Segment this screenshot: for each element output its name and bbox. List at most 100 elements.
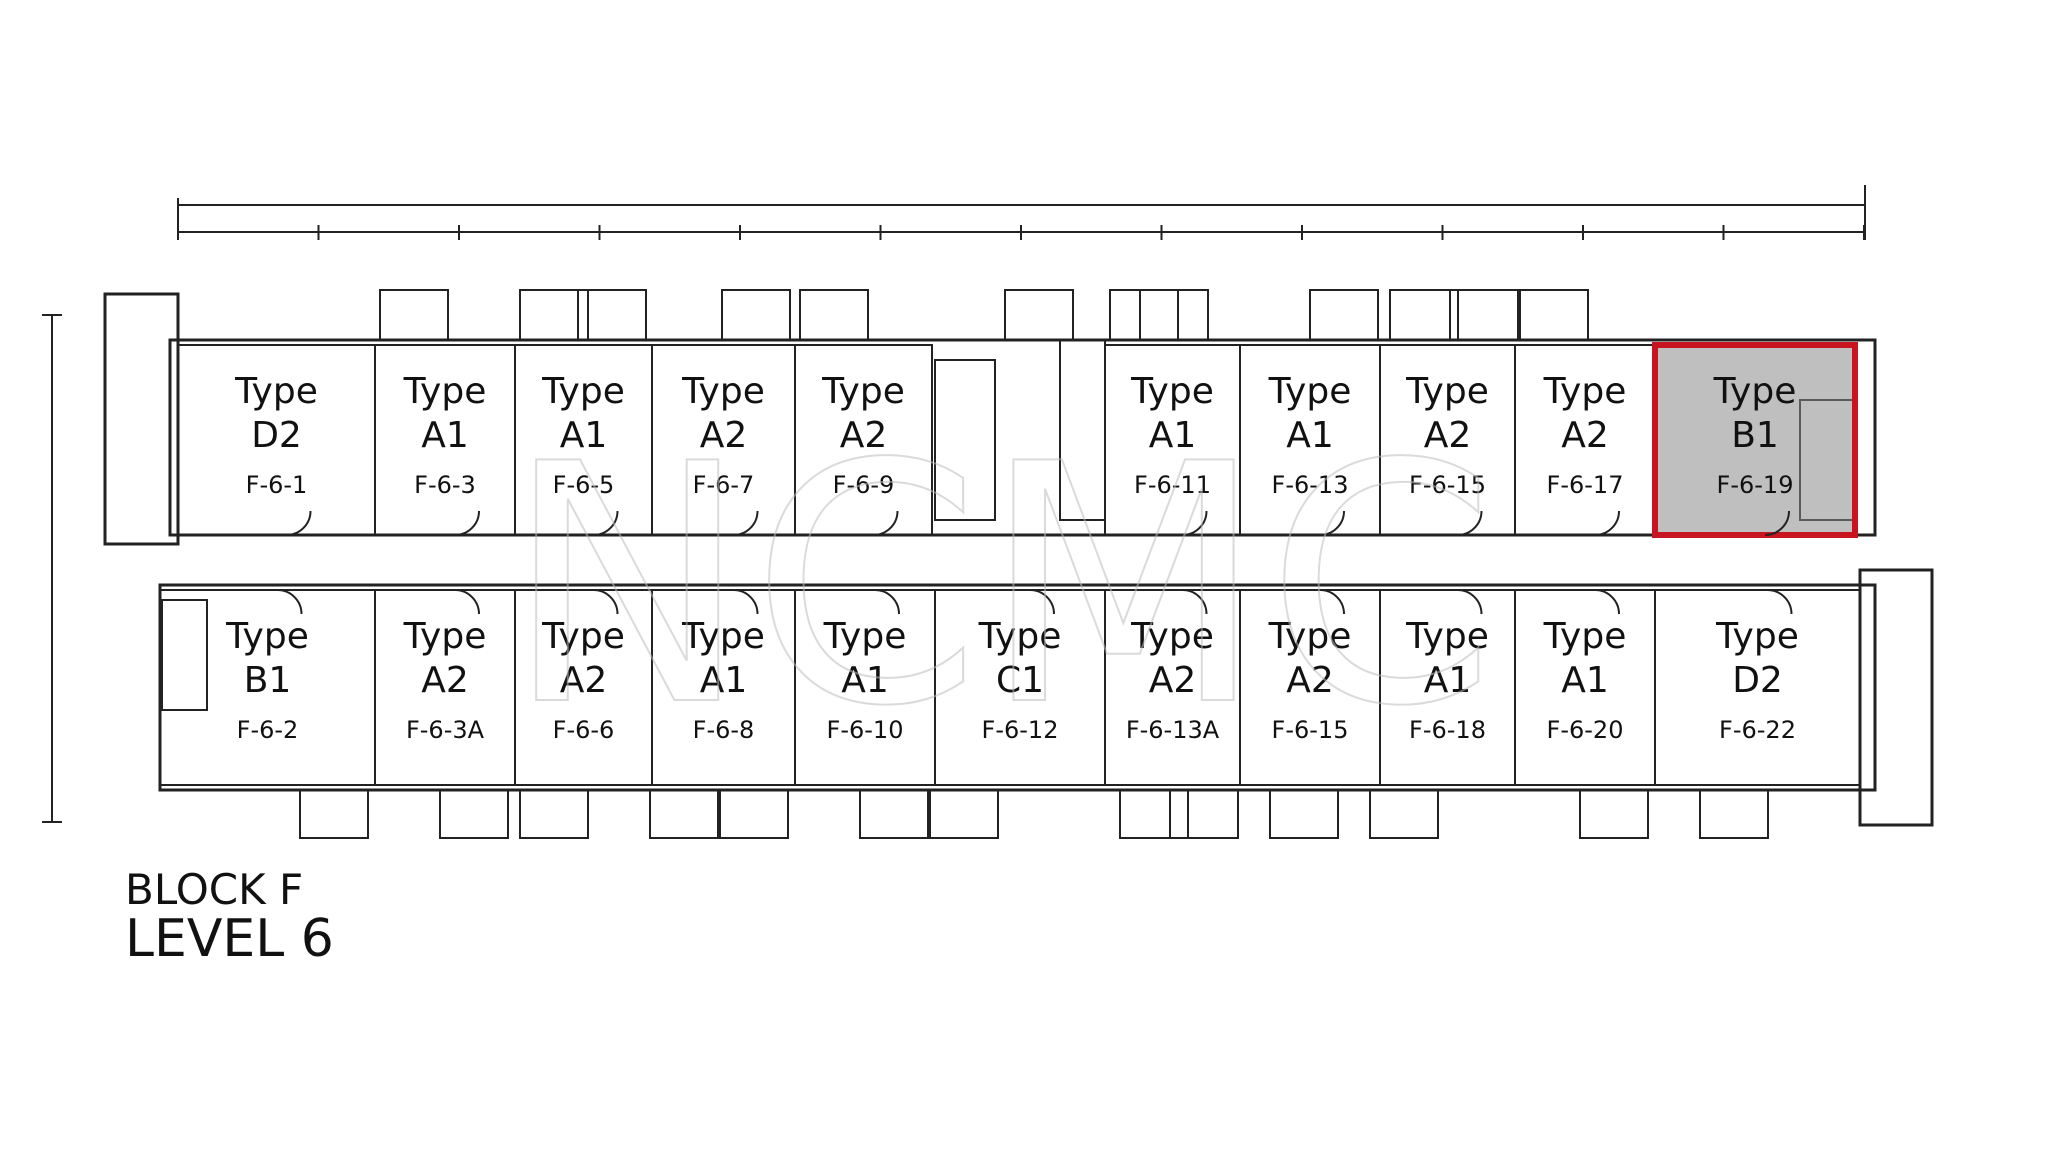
- unit-type-label: Type: [1405, 616, 1489, 657]
- door-swing: [1182, 510, 1208, 536]
- balcony: [1389, 289, 1459, 341]
- balcony: [299, 789, 369, 839]
- unit-code-label: F-6-3A: [406, 716, 485, 744]
- door-swing: [1594, 510, 1620, 536]
- unit-code-label: F-6-6: [553, 716, 615, 744]
- balcony: [799, 289, 869, 341]
- bottom-row-units: TypeB1F-6-2TypeA2F-6-3ATypeA2F-6-6TypeA1…: [159, 589, 1861, 786]
- unit-type-label: Type: [821, 371, 905, 412]
- unit-type-label: Type: [1715, 616, 1799, 657]
- unit-code-label: F-6-8: [693, 716, 755, 744]
- balcony: [1004, 289, 1074, 341]
- unit-type-label: Type: [403, 371, 487, 412]
- level-name: LEVEL 6: [125, 909, 334, 970]
- unit-type-label: A1: [841, 660, 889, 701]
- unit-type-label: B1: [1731, 415, 1779, 456]
- balcony: [439, 789, 509, 839]
- unit-code-label: F-6-19: [1717, 471, 1794, 499]
- unit-type-label: Type: [403, 616, 487, 657]
- unit-type-label: C1: [996, 660, 1044, 701]
- balcony: [859, 789, 929, 839]
- balcony: [1449, 289, 1519, 341]
- unit-type-label: A2: [560, 660, 608, 701]
- balcony: [1519, 289, 1589, 341]
- unit-code-label: F-6-13: [1272, 471, 1349, 499]
- door-swing: [277, 589, 303, 615]
- door-swing: [1319, 589, 1345, 615]
- door-swing: [1319, 510, 1345, 536]
- unit-code-label: F-6-3: [414, 471, 476, 499]
- door-swing: [593, 510, 619, 536]
- unit-code-label: F-6-12: [982, 716, 1059, 744]
- unit-type-label: Type: [1130, 616, 1214, 657]
- block-label: BLOCK F LEVEL 6: [125, 867, 334, 970]
- unit-type-label: Type: [541, 616, 625, 657]
- door-swing: [733, 510, 759, 536]
- unit-code-label: F-6-7: [693, 471, 755, 499]
- door-swing: [873, 510, 899, 536]
- balcony: [721, 289, 791, 341]
- unit-code-label: F-6-11: [1134, 471, 1211, 499]
- balcony: [1139, 289, 1209, 341]
- unit-type-label: A2: [840, 415, 888, 456]
- unit-type-label: A1: [700, 660, 748, 701]
- unit-type-label: A1: [1561, 660, 1609, 701]
- unit-type-label: Type: [1543, 371, 1627, 412]
- unit-outline: [1654, 589, 1861, 786]
- door-swing: [593, 589, 619, 615]
- balcony: [1699, 789, 1769, 839]
- door-swing: [1029, 589, 1055, 615]
- balcony: [1579, 789, 1649, 839]
- unit-type-label: Type: [1405, 371, 1489, 412]
- unit-type-label: A1: [560, 415, 608, 456]
- unit-type-label: A1: [1286, 415, 1334, 456]
- unit-type-label: Type: [823, 616, 907, 657]
- door-swing: [1594, 589, 1620, 615]
- unit-type-label: Type: [225, 616, 309, 657]
- balcony: [1109, 289, 1179, 341]
- unit-type-label: A2: [1149, 660, 1197, 701]
- balcony: [719, 789, 789, 839]
- door-swing: [1182, 589, 1208, 615]
- unit-type-label: Type: [1130, 371, 1214, 412]
- unit-code-label: F-6-13A: [1126, 716, 1220, 744]
- unit-code-label: F-6-1: [246, 471, 308, 499]
- unit-type-label: Type: [1268, 371, 1352, 412]
- balconies: [299, 289, 1769, 839]
- unit-type-label: B1: [244, 660, 292, 701]
- unit-code-label: F-6-15: [1272, 716, 1349, 744]
- unit-code-label: F-6-22: [1719, 716, 1796, 744]
- unit-type-label: Type: [978, 616, 1062, 657]
- balcony: [1119, 789, 1189, 839]
- unit-outline: [1652, 342, 1858, 538]
- unit-type-label: A2: [1424, 415, 1472, 456]
- unit-type-label: D2: [251, 415, 302, 456]
- door-swing: [874, 589, 900, 615]
- balcony: [1269, 789, 1339, 839]
- unit-type-label: Type: [1268, 616, 1352, 657]
- unit-type-label: A1: [1149, 415, 1197, 456]
- unit-code-label: F-6-20: [1547, 716, 1624, 744]
